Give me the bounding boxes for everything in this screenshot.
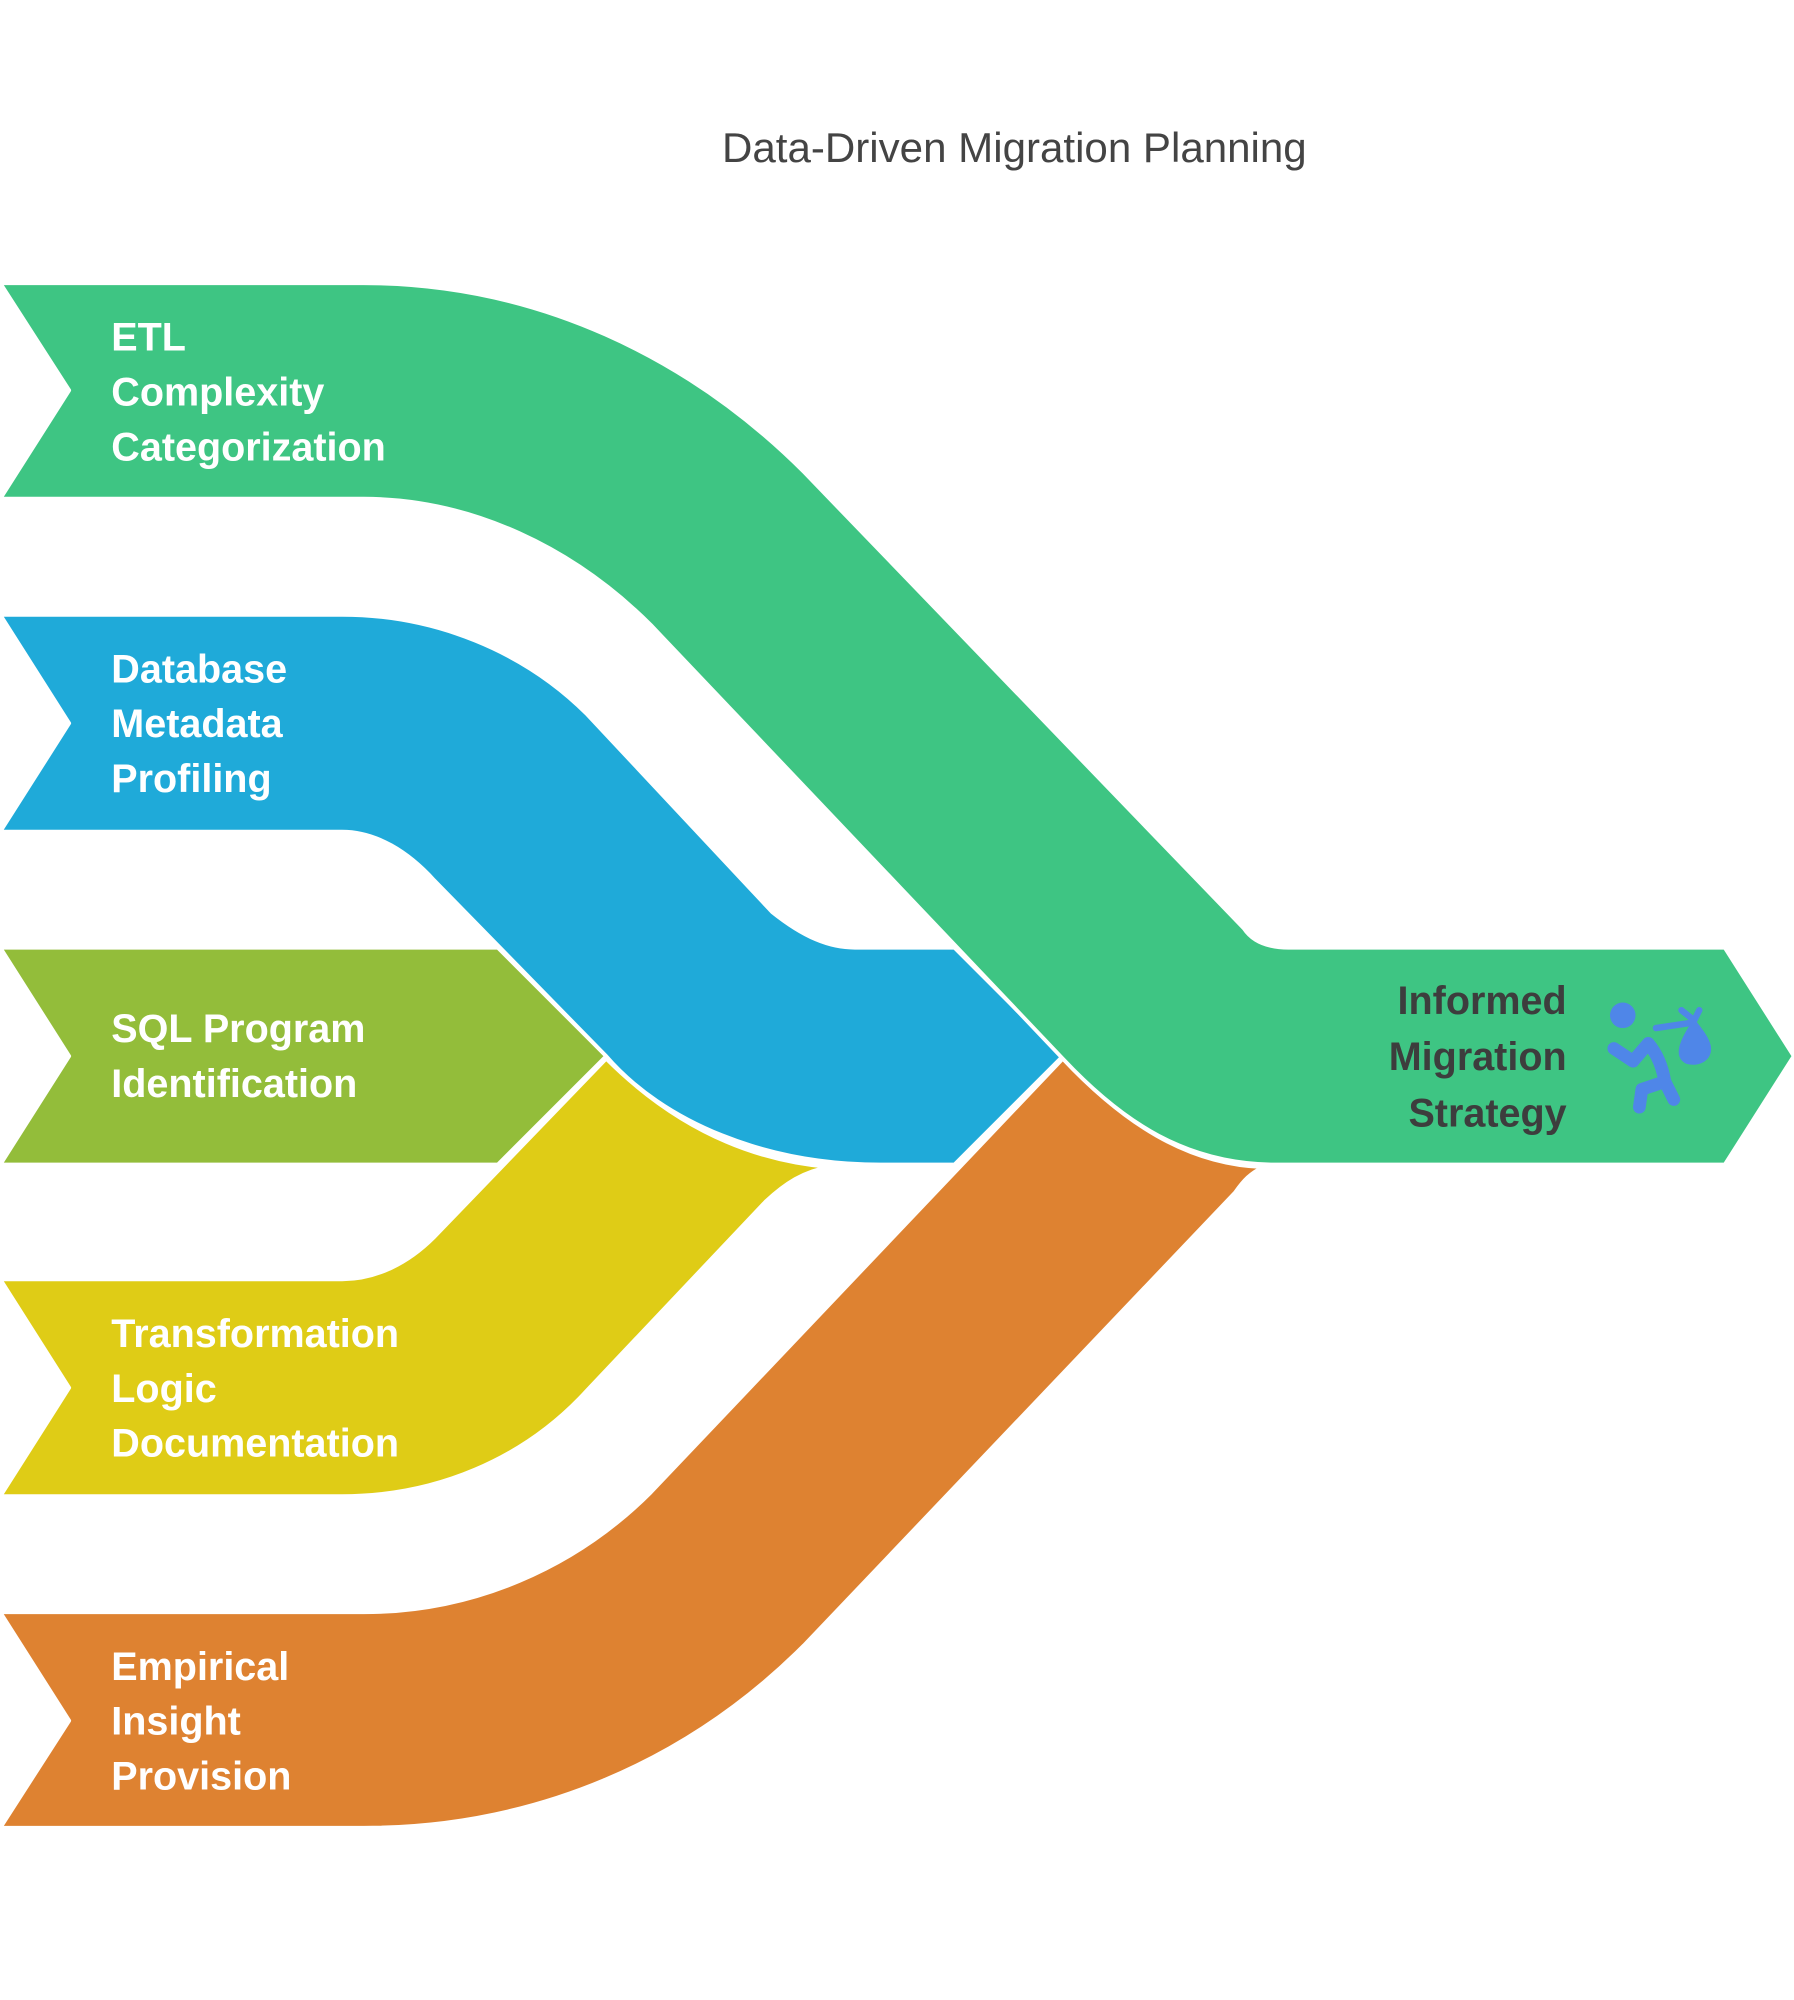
label-line: Database: [111, 647, 287, 691]
label-line: Informed: [1398, 979, 1567, 1023]
label-informed-migration-strategy: Informed Migration Strategy: [1389, 979, 1567, 1135]
label-empirical-insight: Empirical Insight Provision: [111, 1645, 291, 1799]
label-sql-program: SQL Program Identification: [111, 1007, 365, 1106]
label-line: Insight: [111, 1700, 241, 1744]
label-line: Profiling: [111, 757, 271, 801]
label-line: Logic: [111, 1367, 216, 1411]
label-line: Documentation: [111, 1422, 399, 1466]
label-line: ETL: [111, 316, 186, 360]
person-carrying-bundle-icon: [1607, 1002, 1712, 1114]
label-line: Strategy: [1408, 1091, 1566, 1135]
band-etl-complexity-to-output: [0, 281, 1794, 1167]
label-line: Provision: [111, 1755, 291, 1799]
label-line: Transformation: [111, 1312, 399, 1356]
band-database-metadata: [0, 612, 1065, 1167]
band-sql-program: [0, 945, 609, 1167]
band-empirical-insight: [0, 1056, 1265, 1830]
diagram-title: Data-Driven Migration Planning: [722, 124, 1307, 171]
label-line: Metadata: [111, 702, 283, 746]
label-line: Identification: [111, 1062, 357, 1106]
label-etl-complexity: ETL Complexity Categorization: [111, 316, 386, 470]
label-line: Categorization: [111, 425, 386, 469]
band-transformation-logic: [0, 1056, 832, 1499]
label-line: SQL Program: [111, 1007, 365, 1051]
label-line: Complexity: [111, 371, 324, 415]
label-transformation-logic: Transformation Logic Documentation: [111, 1312, 399, 1466]
label-line: Migration: [1389, 1035, 1567, 1079]
label-database-metadata: Database Metadata Profiling: [111, 647, 287, 801]
label-line: Empirical: [111, 1645, 289, 1689]
